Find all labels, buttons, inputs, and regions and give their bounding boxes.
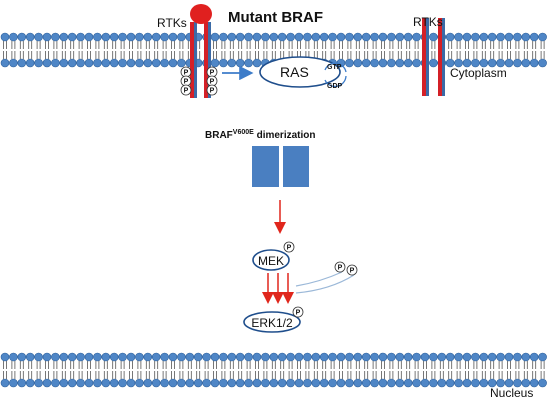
phospho-circle-2: P (180, 75, 192, 87)
rtk-left-label: RTKs (157, 16, 187, 30)
svg-text:P: P (210, 70, 215, 77)
ras-oval (259, 56, 341, 88)
free-phospho-group: P P (334, 261, 358, 276)
braf-monomer-left (252, 146, 279, 187)
ras-label: RAS (280, 64, 309, 80)
diagram-title: Mutant BRAF (228, 9, 323, 26)
ras-complex: RAS GTP GDP (259, 56, 347, 90)
nuclear-membrane (0, 352, 547, 388)
svg-text:P: P (184, 70, 189, 77)
mek-label: MEK (258, 254, 284, 268)
erk-node: ERK1/2 P (243, 306, 304, 333)
mek-oval (252, 249, 290, 271)
phospho-circle-5: P (206, 75, 218, 87)
braf-dimerization-label: BRAFV600E dimerization (205, 129, 316, 141)
mek-node: MEK P (252, 241, 295, 271)
plasma-membrane (0, 32, 547, 68)
svg-text:P: P (184, 88, 189, 95)
svg-text:P: P (350, 268, 355, 275)
phosphate-transfer-curve-1 (295, 271, 343, 287)
erk-label: ERK1/2 (251, 316, 293, 330)
svg-text:P: P (210, 79, 215, 86)
gdp-label: GDP (327, 83, 343, 90)
svg-text:P: P (184, 79, 189, 86)
cytoplasm-label: Cytoplasm (450, 66, 507, 80)
erk-oval (243, 311, 301, 333)
phospho-circle-6: P (206, 84, 218, 96)
mek-phospho: P (287, 245, 292, 252)
mutant-braf-ligand (190, 4, 212, 24)
rtk-phospho-group: P P P P P P (180, 66, 218, 96)
rtk-right-label: RTKs (413, 15, 443, 29)
phosphate-transfer-curve-2 (295, 274, 355, 294)
svg-text:P: P (210, 88, 215, 95)
erk-phospho: P (296, 310, 301, 317)
gtp-gdp-cycle: GTP GDP (324, 62, 347, 90)
nucleus-label: Nucleus (490, 386, 533, 400)
gtp-label: GTP (327, 64, 342, 71)
rtk-right-receptor (422, 18, 445, 96)
svg-text:P: P (338, 265, 343, 272)
rtk-left-receptor (190, 4, 212, 98)
phospho-circle-4: P (206, 66, 218, 78)
braf-monomer-right (283, 146, 309, 187)
phospho-circle-1: P (180, 66, 192, 78)
phospho-circle-3: P (180, 84, 192, 96)
